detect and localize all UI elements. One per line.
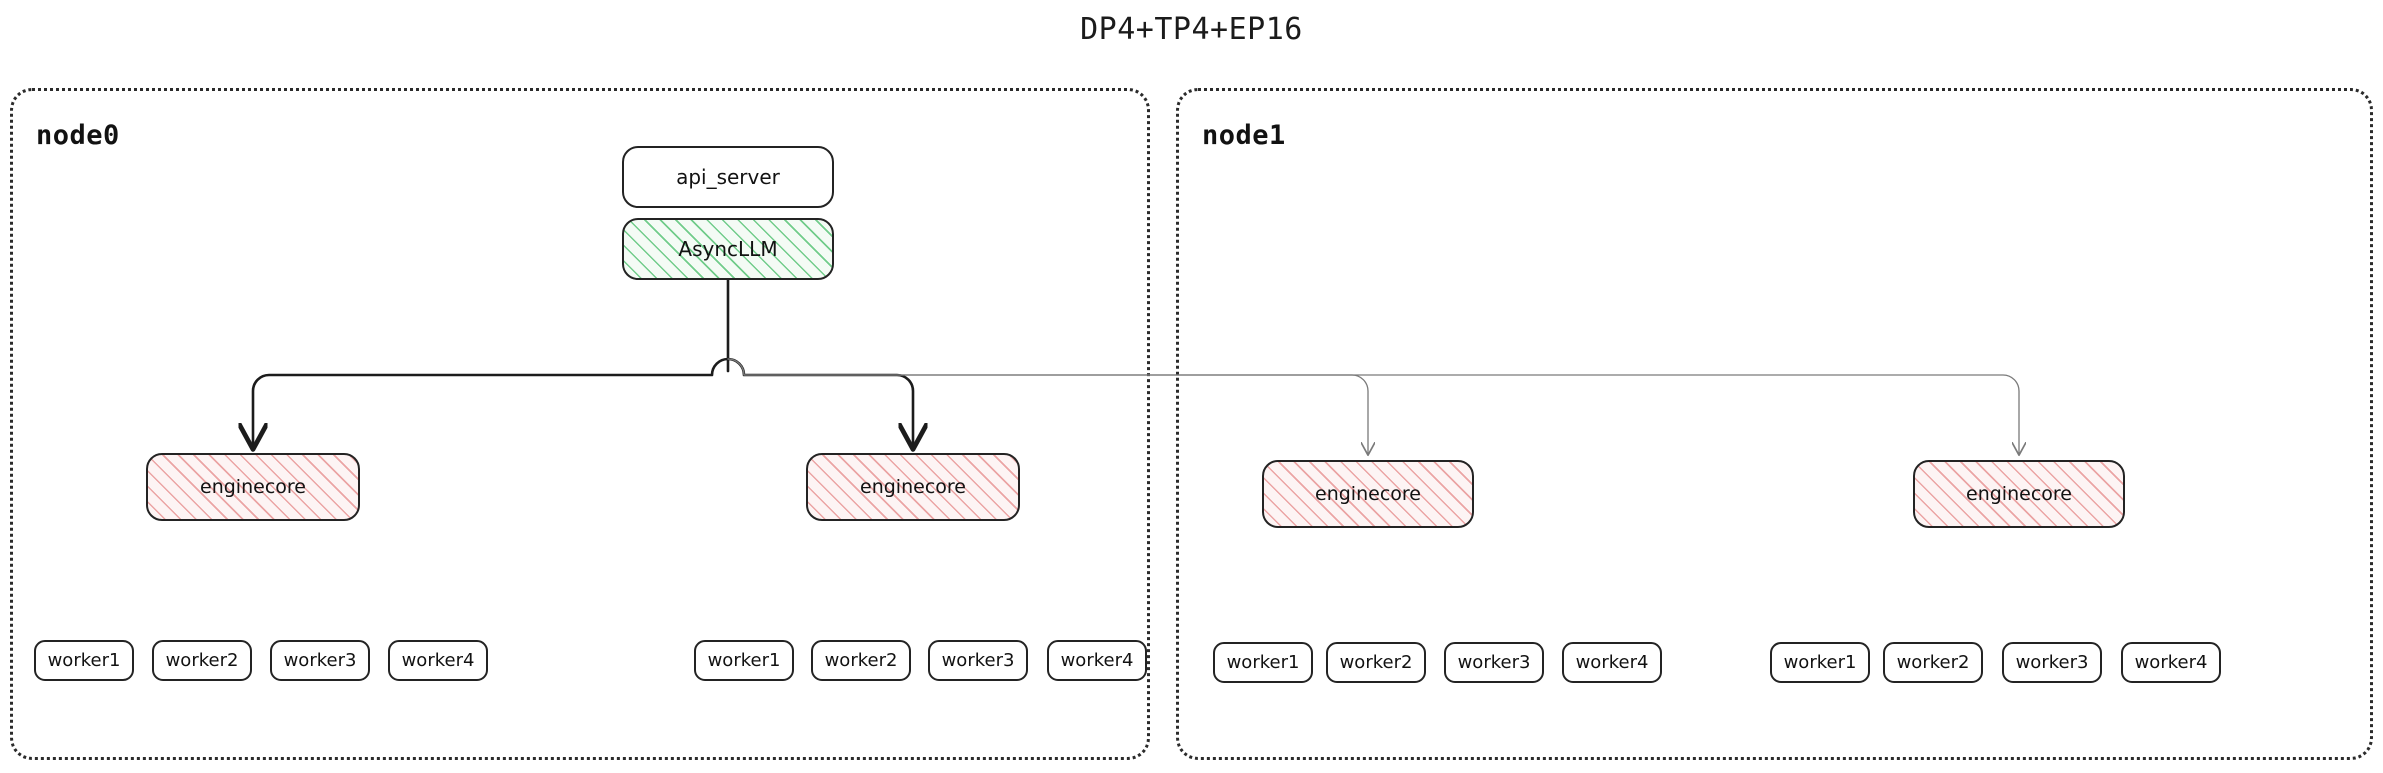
worker-box[interactable]: worker2 xyxy=(1326,642,1426,683)
worker-label: worker4 xyxy=(1575,652,1649,673)
worker-box[interactable]: worker4 xyxy=(388,640,488,681)
worker-box[interactable]: worker2 xyxy=(811,640,911,681)
worker-label: worker4 xyxy=(401,650,475,671)
worker-label: worker1 xyxy=(1783,652,1857,673)
worker-box[interactable]: worker3 xyxy=(1444,642,1544,683)
asyncllm-box[interactable]: AsyncLLM xyxy=(622,218,834,280)
node-label-node1: node1 xyxy=(1202,120,1286,151)
worker-box[interactable]: worker1 xyxy=(1213,642,1313,683)
worker-box[interactable]: worker4 xyxy=(1047,640,1147,681)
worker-label: worker2 xyxy=(1339,652,1413,673)
api-server-label: api_server xyxy=(676,165,780,189)
enginecore-box[interactable]: enginecore xyxy=(806,453,1020,521)
page-title: DP4+TP4+EP16 xyxy=(1080,12,1303,47)
worker-label: worker2 xyxy=(165,650,239,671)
worker-box[interactable]: worker4 xyxy=(1562,642,1662,683)
enginecore-box[interactable]: enginecore xyxy=(1262,460,1474,528)
worker-label: worker1 xyxy=(47,650,121,671)
worker-box[interactable]: worker1 xyxy=(694,640,794,681)
worker-label: worker3 xyxy=(283,650,357,671)
worker-box[interactable]: worker2 xyxy=(152,640,252,681)
worker-label: worker3 xyxy=(941,650,1015,671)
enginecore-label: enginecore xyxy=(1966,483,2072,505)
node-label-node0: node0 xyxy=(36,120,120,151)
worker-label: worker1 xyxy=(707,650,781,671)
worker-box[interactable]: worker1 xyxy=(1770,642,1870,683)
enginecore-box[interactable]: enginecore xyxy=(146,453,360,521)
worker-box[interactable]: worker3 xyxy=(928,640,1028,681)
enginecore-label: enginecore xyxy=(1315,483,1421,505)
worker-box[interactable]: worker1 xyxy=(34,640,134,681)
worker-box[interactable]: worker4 xyxy=(2121,642,2221,683)
api-server-box[interactable]: api_server xyxy=(622,146,834,208)
enginecore-box[interactable]: enginecore xyxy=(1913,460,2125,528)
worker-label: worker4 xyxy=(1060,650,1134,671)
worker-label: worker4 xyxy=(2134,652,2208,673)
worker-box[interactable]: worker3 xyxy=(2002,642,2102,683)
worker-label: worker2 xyxy=(1896,652,1970,673)
worker-label: worker2 xyxy=(824,650,898,671)
worker-box[interactable]: worker2 xyxy=(1883,642,1983,683)
enginecore-label: enginecore xyxy=(860,476,966,498)
asyncllm-label: AsyncLLM xyxy=(678,237,778,261)
enginecore-label: enginecore xyxy=(200,476,306,498)
worker-label: worker1 xyxy=(1226,652,1300,673)
worker-label: worker3 xyxy=(1457,652,1531,673)
worker-box[interactable]: worker3 xyxy=(270,640,370,681)
worker-label: worker3 xyxy=(2015,652,2089,673)
